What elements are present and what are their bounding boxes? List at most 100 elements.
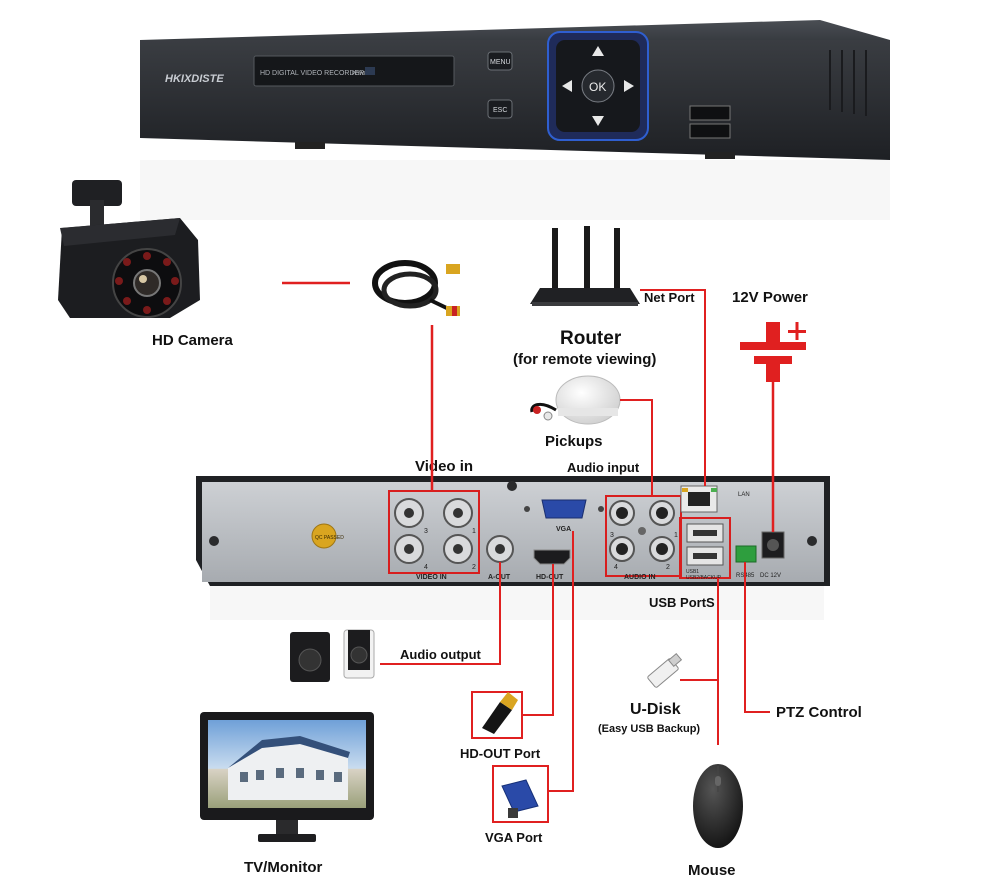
connection-wires — [282, 281, 775, 792]
hd-out-port-text: HD-OUT — [536, 574, 564, 581]
udisk-sublabel: (Easy USB Backup) — [598, 723, 700, 735]
panel-reflection — [210, 586, 824, 620]
bnc-number: 1 — [472, 528, 476, 535]
house-image — [228, 744, 348, 800]
esc-button[interactable] — [487, 99, 513, 119]
power-label: 12V Power — [732, 289, 808, 306]
front-usb-port-2 — [689, 123, 731, 139]
rs485-port[interactable] — [735, 545, 757, 563]
audio-output-label: Audio output — [400, 647, 482, 662]
tv-monitor-label: TV/Monitor — [244, 859, 322, 876]
audio-in-port-text: AUDIO IN — [624, 574, 656, 581]
mic-cable — [530, 402, 557, 413]
mic-dome — [555, 375, 621, 425]
video-in-port-text: VIDEO IN — [416, 574, 447, 581]
left-arrow-icon[interactable] — [562, 80, 572, 92]
audio-number: 4 — [614, 564, 618, 571]
qc-sticker-text: QC PASSED — [315, 535, 344, 541]
up-arrow-icon[interactable] — [592, 46, 604, 56]
bnc-ports — [394, 498, 473, 564]
ok-button[interactable] — [581, 69, 615, 103]
battery-icon — [740, 322, 806, 382]
front-usb-port-1 — [689, 105, 731, 121]
usb-highlight — [679, 517, 731, 579]
dvr-foot — [295, 142, 325, 149]
dvr-front-face — [140, 40, 890, 160]
ptz-control-label: PTZ Control — [776, 704, 862, 721]
hd-out-port-label: HD-OUT Port — [460, 746, 541, 761]
camera-lens — [133, 269, 161, 297]
menu-button[interactable] — [487, 51, 513, 71]
ok-button-label: OK — [589, 80, 606, 94]
video-in-label: Video in — [415, 458, 473, 475]
net-port-label: Net Port — [644, 290, 695, 305]
rca-ports — [609, 500, 675, 562]
hdmi-cable-icon — [471, 691, 523, 739]
usb1-text: USB1 — [686, 569, 699, 575]
router-sublabel: (for remote viewing) — [513, 351, 656, 368]
monitor-neck — [276, 820, 298, 834]
vga-port[interactable] — [541, 499, 587, 519]
camera-mount — [72, 180, 122, 206]
speakers-device — [290, 629, 375, 682]
down-arrow-icon[interactable] — [592, 116, 604, 126]
mouse-device — [693, 764, 743, 848]
dvr-foot — [705, 152, 735, 159]
mouse-label: Mouse — [688, 862, 736, 879]
bnc-number: 4 — [424, 564, 428, 571]
menu-button-label: MENU — [490, 59, 511, 66]
audio-number: 3 — [610, 532, 614, 539]
dvr-model-text: HD DIGITAL VIDEO RECORDER — [260, 70, 364, 77]
qc-sticker — [311, 523, 337, 549]
dvr-display-window — [253, 55, 455, 87]
hd-out-port[interactable] — [533, 549, 571, 565]
a-out-to-speaker-wire — [380, 562, 501, 665]
house-roof — [228, 736, 350, 768]
dvr-ir-window — [365, 67, 375, 75]
pickups-label: Pickups — [545, 433, 603, 450]
camera-sunshield — [60, 218, 180, 246]
audio-number: 1 — [674, 532, 678, 539]
router-label: Router — [560, 328, 622, 349]
ir-leds — [115, 252, 179, 314]
usb-ports-label: USB PortS — [649, 595, 715, 610]
dvr-brand: HKIXDISTE — [165, 73, 224, 85]
mic-to-audio-in-wire — [620, 399, 653, 496]
mouse-body — [693, 764, 743, 848]
house-windows — [240, 768, 342, 782]
udisk-icon — [647, 653, 683, 688]
panel-screw — [209, 536, 219, 546]
monitor-base — [258, 834, 316, 842]
router-antenna — [584, 226, 590, 288]
camera-lens-glint — [139, 275, 147, 283]
mic-plug — [533, 406, 541, 414]
router-base — [532, 302, 638, 306]
vga-to-vga-cable-wire — [548, 531, 574, 792]
video-in-highlight — [388, 490, 480, 574]
panel-screw — [807, 536, 817, 546]
camera-label: HD Camera — [152, 332, 234, 349]
hd-camera-device — [58, 180, 200, 318]
router-to-lan-wire — [640, 289, 706, 486]
esc-button-label: ESC — [493, 107, 507, 114]
bnc-number: 2 — [472, 564, 476, 571]
vga-port-label: VGA Port — [485, 830, 543, 845]
usb2-text: USB2/BACKUP — [686, 575, 722, 581]
audio-input-label: Audio input — [567, 460, 640, 475]
lan-port-text: LAN — [738, 492, 750, 498]
coax-cable-icon — [372, 260, 460, 316]
bnc-number: 3 — [424, 528, 428, 535]
pickup-mic-device — [530, 375, 621, 425]
router-device — [530, 226, 640, 306]
router-body — [530, 288, 640, 304]
dc-text: DC 12V — [760, 573, 781, 579]
panel-screw — [507, 481, 517, 491]
mouse-wheel — [715, 776, 721, 786]
mic-base — [558, 408, 618, 416]
mic-plug — [543, 411, 553, 421]
right-arrow-icon[interactable] — [624, 80, 634, 92]
dvr-front-unit: HKIXDISTE HD DIGITAL VIDEO RECORDER POWE… — [140, 20, 890, 220]
hd-out-to-hdmi-wire — [522, 564, 554, 716]
tv-monitor-device — [200, 712, 374, 842]
vga-cable-icon — [492, 765, 549, 823]
